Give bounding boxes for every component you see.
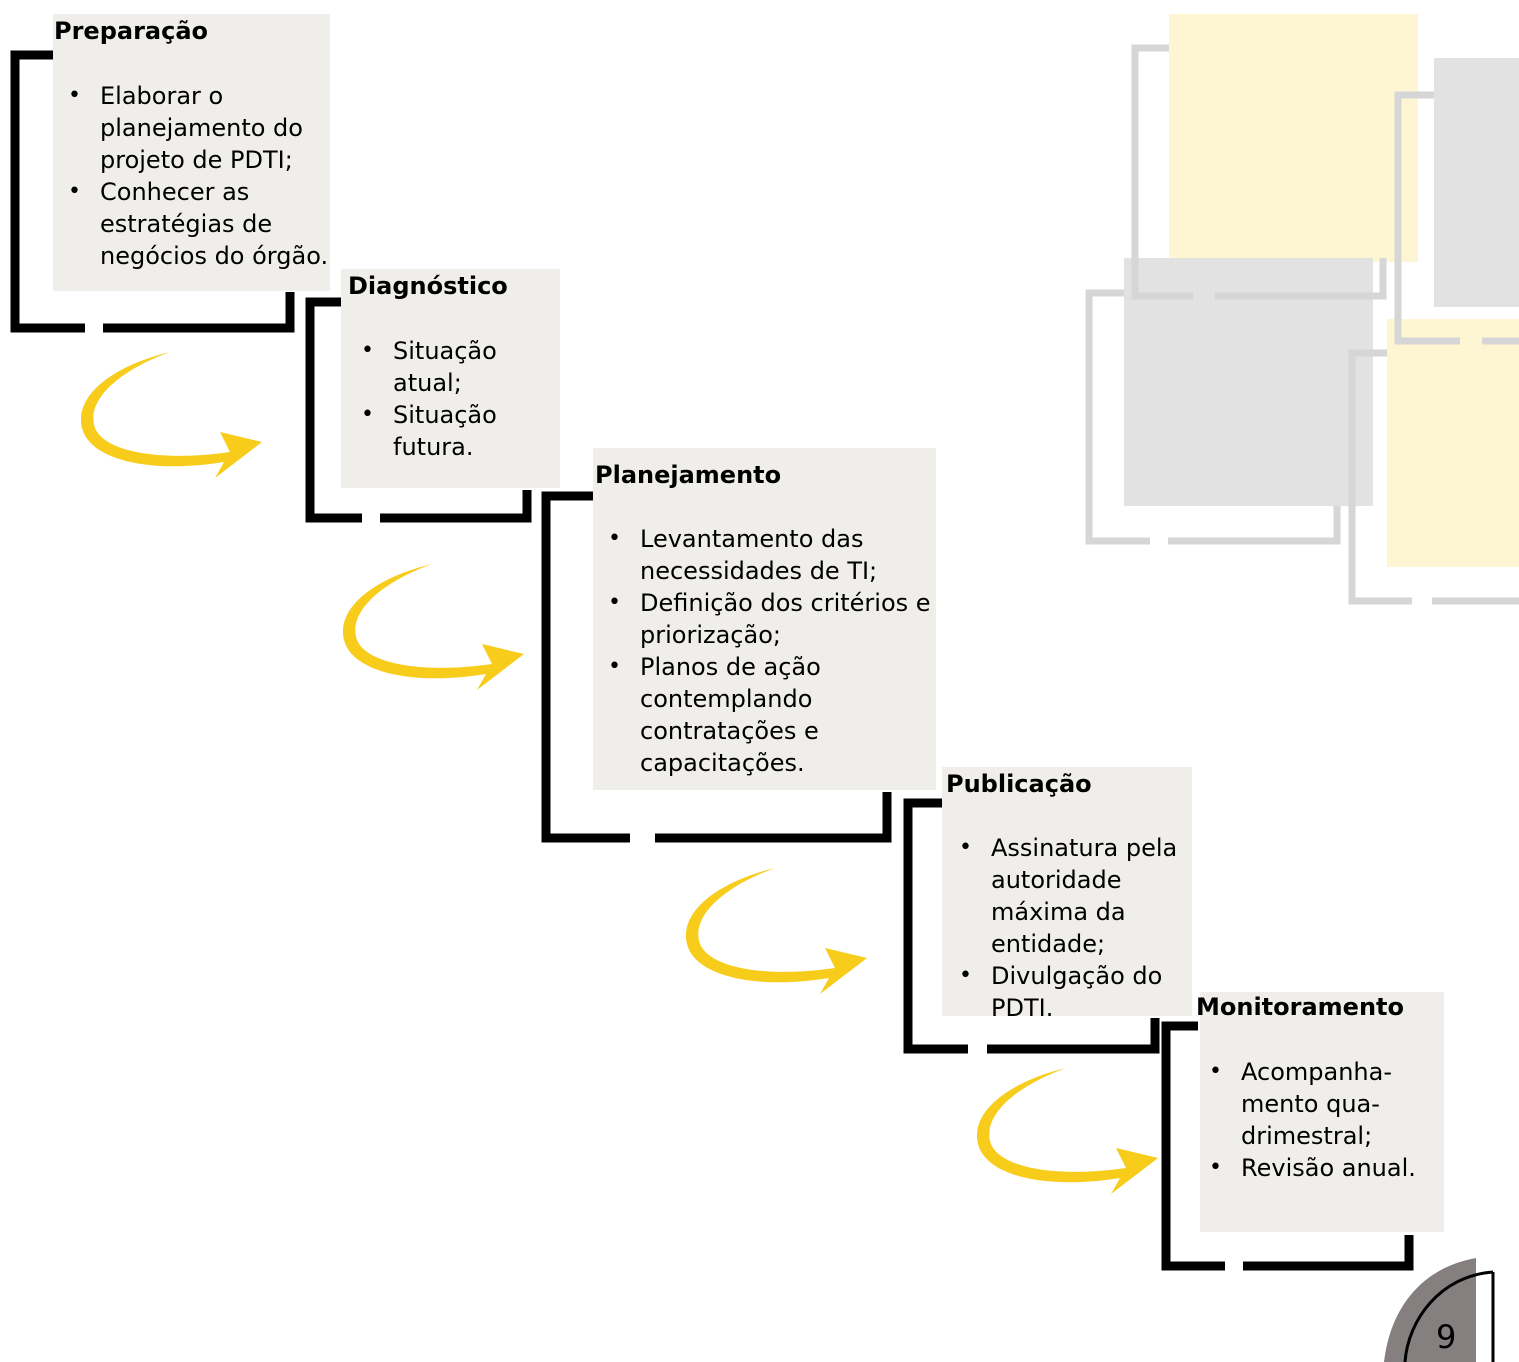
step-bullets: Assinatura pela autoridade máxima da ent…: [959, 832, 1191, 1024]
step-bullets: Elaborar o planejamento do projeto de PD…: [68, 80, 350, 272]
list-item: Situação atual;: [361, 335, 553, 399]
step-title: Preparação: [54, 17, 209, 45]
list-item: Situação futura.: [361, 399, 553, 463]
list-item: Levantamento das necessidades de TI;: [608, 523, 936, 587]
list-item: Divulgação do PDTI.: [959, 960, 1191, 1024]
step-diagnostico: Diagnóstico Situação atual; Situação fut…: [341, 269, 560, 488]
list-item: Assinatura pela autoridade máxima da ent…: [959, 832, 1191, 960]
step-publicacao: Publicação Assinatura pela autoridade má…: [942, 767, 1192, 1022]
step-title: Publicação: [946, 770, 1092, 798]
page-number: 9: [1436, 1318, 1457, 1356]
step-bullets: Situação atual; Situação futura.: [361, 335, 553, 463]
list-item: Revisão anual.: [1209, 1152, 1441, 1184]
step-bullets: Levantamento das necessidades de TI; Def…: [608, 523, 936, 779]
step-preparacao: Preparação Elaborar o planejamento do pr…: [53, 14, 330, 291]
list-item: Conhecer as estratégias de negócios do ó…: [68, 176, 350, 272]
list-item: Planos de ação contemplando contratações…: [608, 651, 936, 779]
step-title: Monitoramento: [1196, 993, 1405, 1021]
step-bullets: Acompanha-mento qua-drimestral; Revisão …: [1209, 1056, 1441, 1184]
step-title: Planejamento: [595, 461, 782, 489]
list-item: Acompanha-mento qua-drimestral;: [1209, 1056, 1441, 1152]
step-title: Diagnóstico: [348, 272, 508, 300]
list-item: Definição dos critérios e priorização;: [608, 587, 936, 651]
step-planejamento: Planejamento Levantamento das necessidad…: [593, 448, 936, 790]
list-item: Elaborar o planejamento do projeto de PD…: [68, 80, 350, 176]
step-monitoramento: Monitoramento Acompanha-mento qua-drimes…: [1196, 992, 1444, 1232]
